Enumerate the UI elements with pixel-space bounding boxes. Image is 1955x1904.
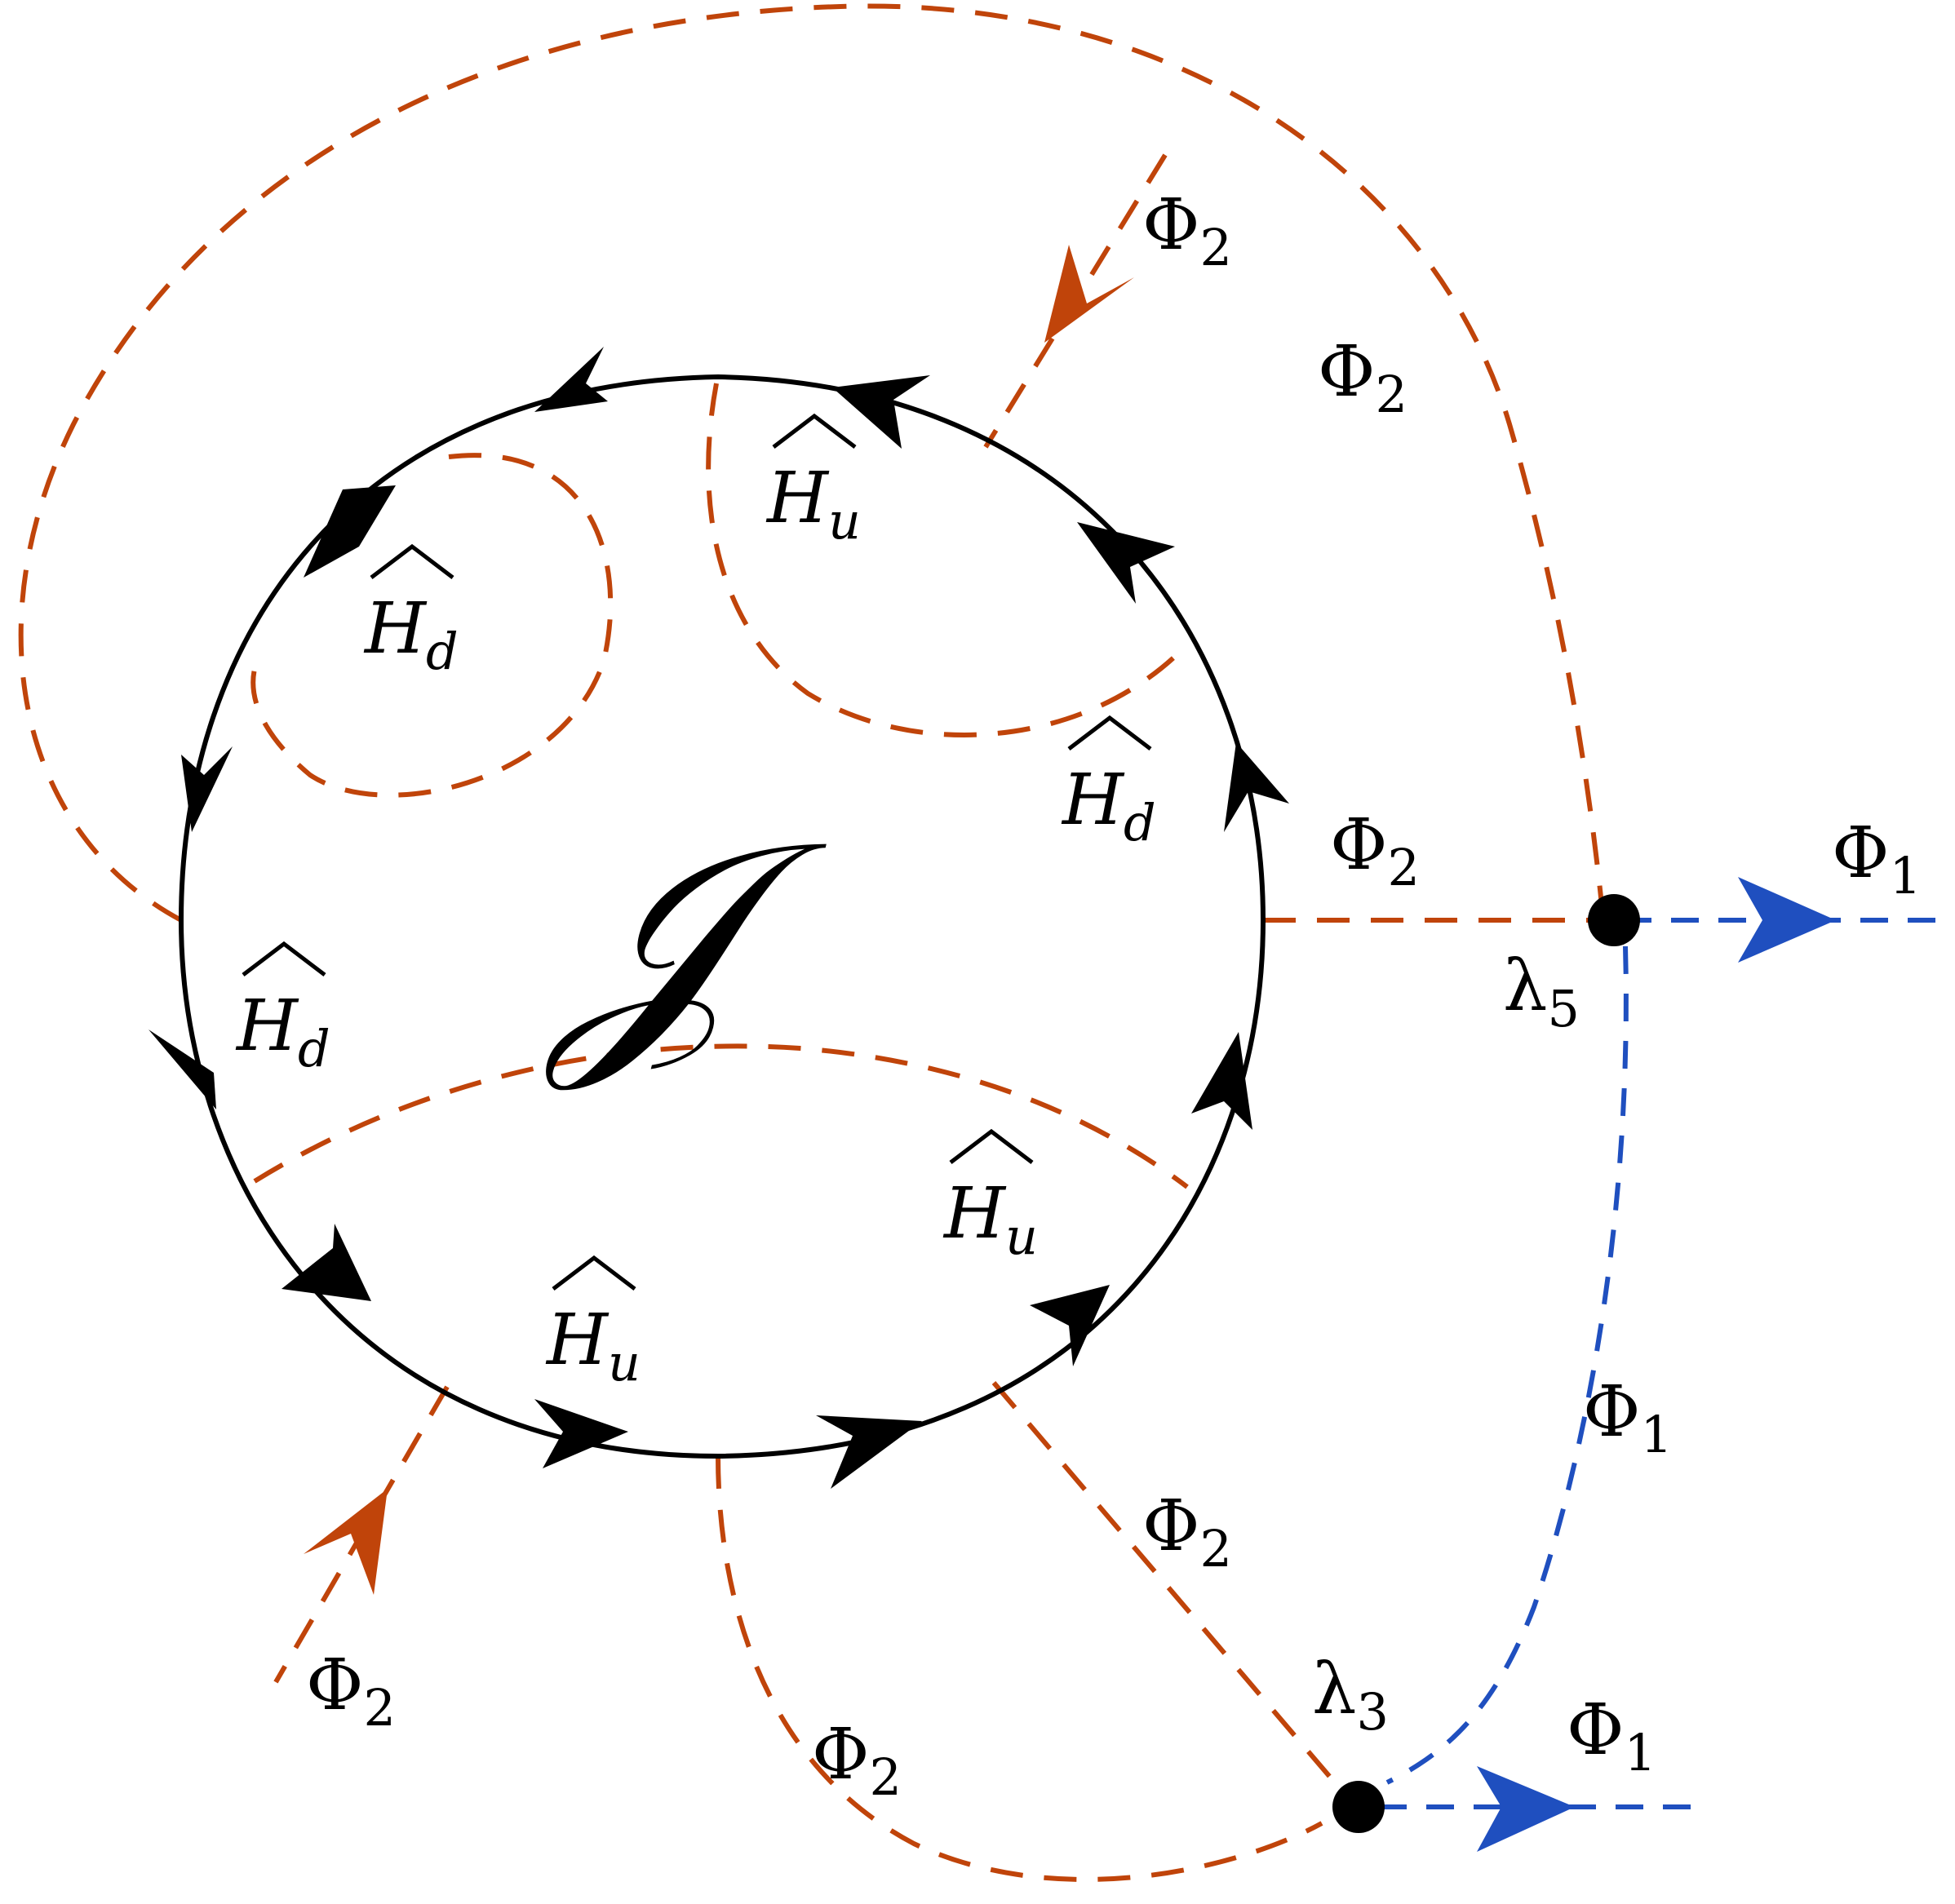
phi2-inner-arc-bottom xyxy=(253,1043,1189,1189)
svg-text:Φ1: Φ1 xyxy=(1832,813,1922,906)
hu-label-top: Hu xyxy=(765,413,861,551)
svg-text:λ5: λ5 xyxy=(1503,945,1580,1038)
svg-text:Hd: Hd xyxy=(1061,759,1156,852)
h-letter: H xyxy=(765,458,830,539)
lambda-letter: λ xyxy=(1503,945,1548,1027)
arrow-icon xyxy=(816,1415,922,1489)
loop-propagator-circle xyxy=(178,374,1266,1459)
hd-subscript: d xyxy=(298,1019,330,1078)
hu-subscript: u xyxy=(828,491,861,551)
arrow-icon xyxy=(304,485,396,578)
hu-subscript: u xyxy=(1005,1207,1038,1266)
arrow-icon xyxy=(534,347,608,412)
phi1-label-right: Φ1 xyxy=(1832,813,1922,906)
arrow-icon xyxy=(1191,1032,1252,1130)
hd-subscript: d xyxy=(1124,793,1156,852)
lambda3-label: λ3 xyxy=(1312,1649,1389,1742)
phi1-outgoing-arrow-bottom-icon xyxy=(1477,1766,1575,1852)
phi2-arc-loop-to-lambda3 xyxy=(716,1455,1323,1882)
lambda-letter: λ xyxy=(1312,1649,1357,1730)
arrow-icon xyxy=(282,1224,371,1301)
h-letter: H xyxy=(235,985,299,1067)
phi1-subscript: 1 xyxy=(1641,1405,1673,1464)
arrow-icon xyxy=(1030,1285,1110,1366)
arrow-icon xyxy=(149,1029,216,1109)
arrow-icon xyxy=(1077,522,1175,604)
phi2-label-right: Φ2 xyxy=(1330,804,1420,897)
lambda5-vertex xyxy=(1588,894,1640,946)
phi-letter: Φ xyxy=(1142,184,1200,266)
loop-arrows xyxy=(149,347,1289,1489)
phi2-label-bottom: Φ2 xyxy=(812,1714,902,1807)
phi2-subscript: 2 xyxy=(1200,218,1232,277)
svg-text:Hu: Hu xyxy=(942,1173,1038,1266)
lambda3-vertex xyxy=(1332,1781,1385,1833)
hd-label-right: Hd xyxy=(1061,715,1156,852)
phi2-label-bottom-left: Φ2 xyxy=(306,1645,396,1738)
h-letter: H xyxy=(942,1173,1007,1255)
phi1-label-bottom: Φ1 xyxy=(1567,1689,1656,1782)
phi1-propagator-lambda5-to-lambda3 xyxy=(1385,945,1629,1785)
phi-letter: Φ xyxy=(812,1714,870,1796)
phi2-label-outer: Φ2 xyxy=(1318,331,1408,424)
phi1-subscript: 1 xyxy=(1890,846,1922,906)
phi1-label-middle: Φ1 xyxy=(1583,1371,1673,1464)
svg-text:Φ1: Φ1 xyxy=(1567,1689,1656,1782)
svg-text:Hu: Hu xyxy=(545,1300,641,1393)
svg-text:Φ2: Φ2 xyxy=(1330,804,1420,897)
svg-text:Φ2: Φ2 xyxy=(1318,331,1408,424)
phi-letter: Φ xyxy=(1318,331,1376,413)
arrow-icon xyxy=(534,1399,628,1468)
phi-letter: Φ xyxy=(1330,804,1388,886)
phi2-outer-loop-propagator xyxy=(18,3,1606,923)
phi2-subscript: 2 xyxy=(870,1747,902,1807)
phi-letter: Φ xyxy=(1567,1689,1625,1771)
arrow-icon xyxy=(832,375,930,449)
phi2-propagator-loop-to-lambda3 xyxy=(991,1381,1341,1788)
arrow-icon xyxy=(181,746,233,832)
svg-text:Φ1: Φ1 xyxy=(1583,1371,1673,1464)
svg-text:Hd: Hd xyxy=(363,588,459,681)
phi-letter: Φ xyxy=(1832,813,1890,894)
phi-letter: Φ xyxy=(306,1645,364,1726)
phi2-subscript: 2 xyxy=(1200,1519,1232,1579)
phi2-label-top-right: Φ2 xyxy=(1142,184,1232,277)
h-letter: H xyxy=(545,1300,610,1381)
phi2-inner-arc-top xyxy=(706,383,1190,737)
phi1-subscript: 1 xyxy=(1625,1723,1656,1782)
phi2-incoming-arrow-bottom-icon xyxy=(304,1489,388,1595)
h-letter: H xyxy=(363,588,428,670)
phi2-label-lower-right: Φ2 xyxy=(1142,1486,1232,1579)
hd-subscript: d xyxy=(426,622,459,681)
svg-text:Φ2: Φ2 xyxy=(306,1645,396,1738)
svg-text:Hd: Hd xyxy=(235,985,330,1078)
h-letter: H xyxy=(1061,759,1125,841)
svg-text:Φ2: Φ2 xyxy=(812,1714,902,1807)
svg-text:Hu: Hu xyxy=(765,458,861,551)
phi2-subscript: 2 xyxy=(1376,365,1408,424)
phi-letter: Φ xyxy=(1583,1371,1641,1453)
phi1-outgoing-arrow-right-icon xyxy=(1738,877,1836,963)
phi2-inner-arc-left xyxy=(250,453,614,798)
phi2-subscript: 2 xyxy=(364,1678,396,1738)
svg-text:Φ2: Φ2 xyxy=(1142,1486,1232,1579)
hu-label-right: Hu xyxy=(942,1128,1038,1266)
hu-label-bottom: Hu xyxy=(545,1255,641,1393)
hd-label-left: Hd xyxy=(235,941,330,1078)
hd-label-left-top: Hd xyxy=(363,543,459,681)
svg-text:λ3: λ3 xyxy=(1312,1649,1389,1742)
arrow-icon xyxy=(1224,742,1289,832)
hu-subscript: u xyxy=(608,1333,641,1393)
lambda3-subscript: 3 xyxy=(1357,1682,1389,1742)
phi-letter: Φ xyxy=(1142,1486,1200,1567)
lambda5-subscript: 5 xyxy=(1548,979,1580,1038)
svg-text:Φ2: Φ2 xyxy=(1142,184,1232,277)
phi2-incoming-arrow-top-icon xyxy=(1044,245,1134,343)
lambda5-label: λ5 xyxy=(1503,945,1580,1038)
phi2-subscript: 2 xyxy=(1388,838,1420,897)
